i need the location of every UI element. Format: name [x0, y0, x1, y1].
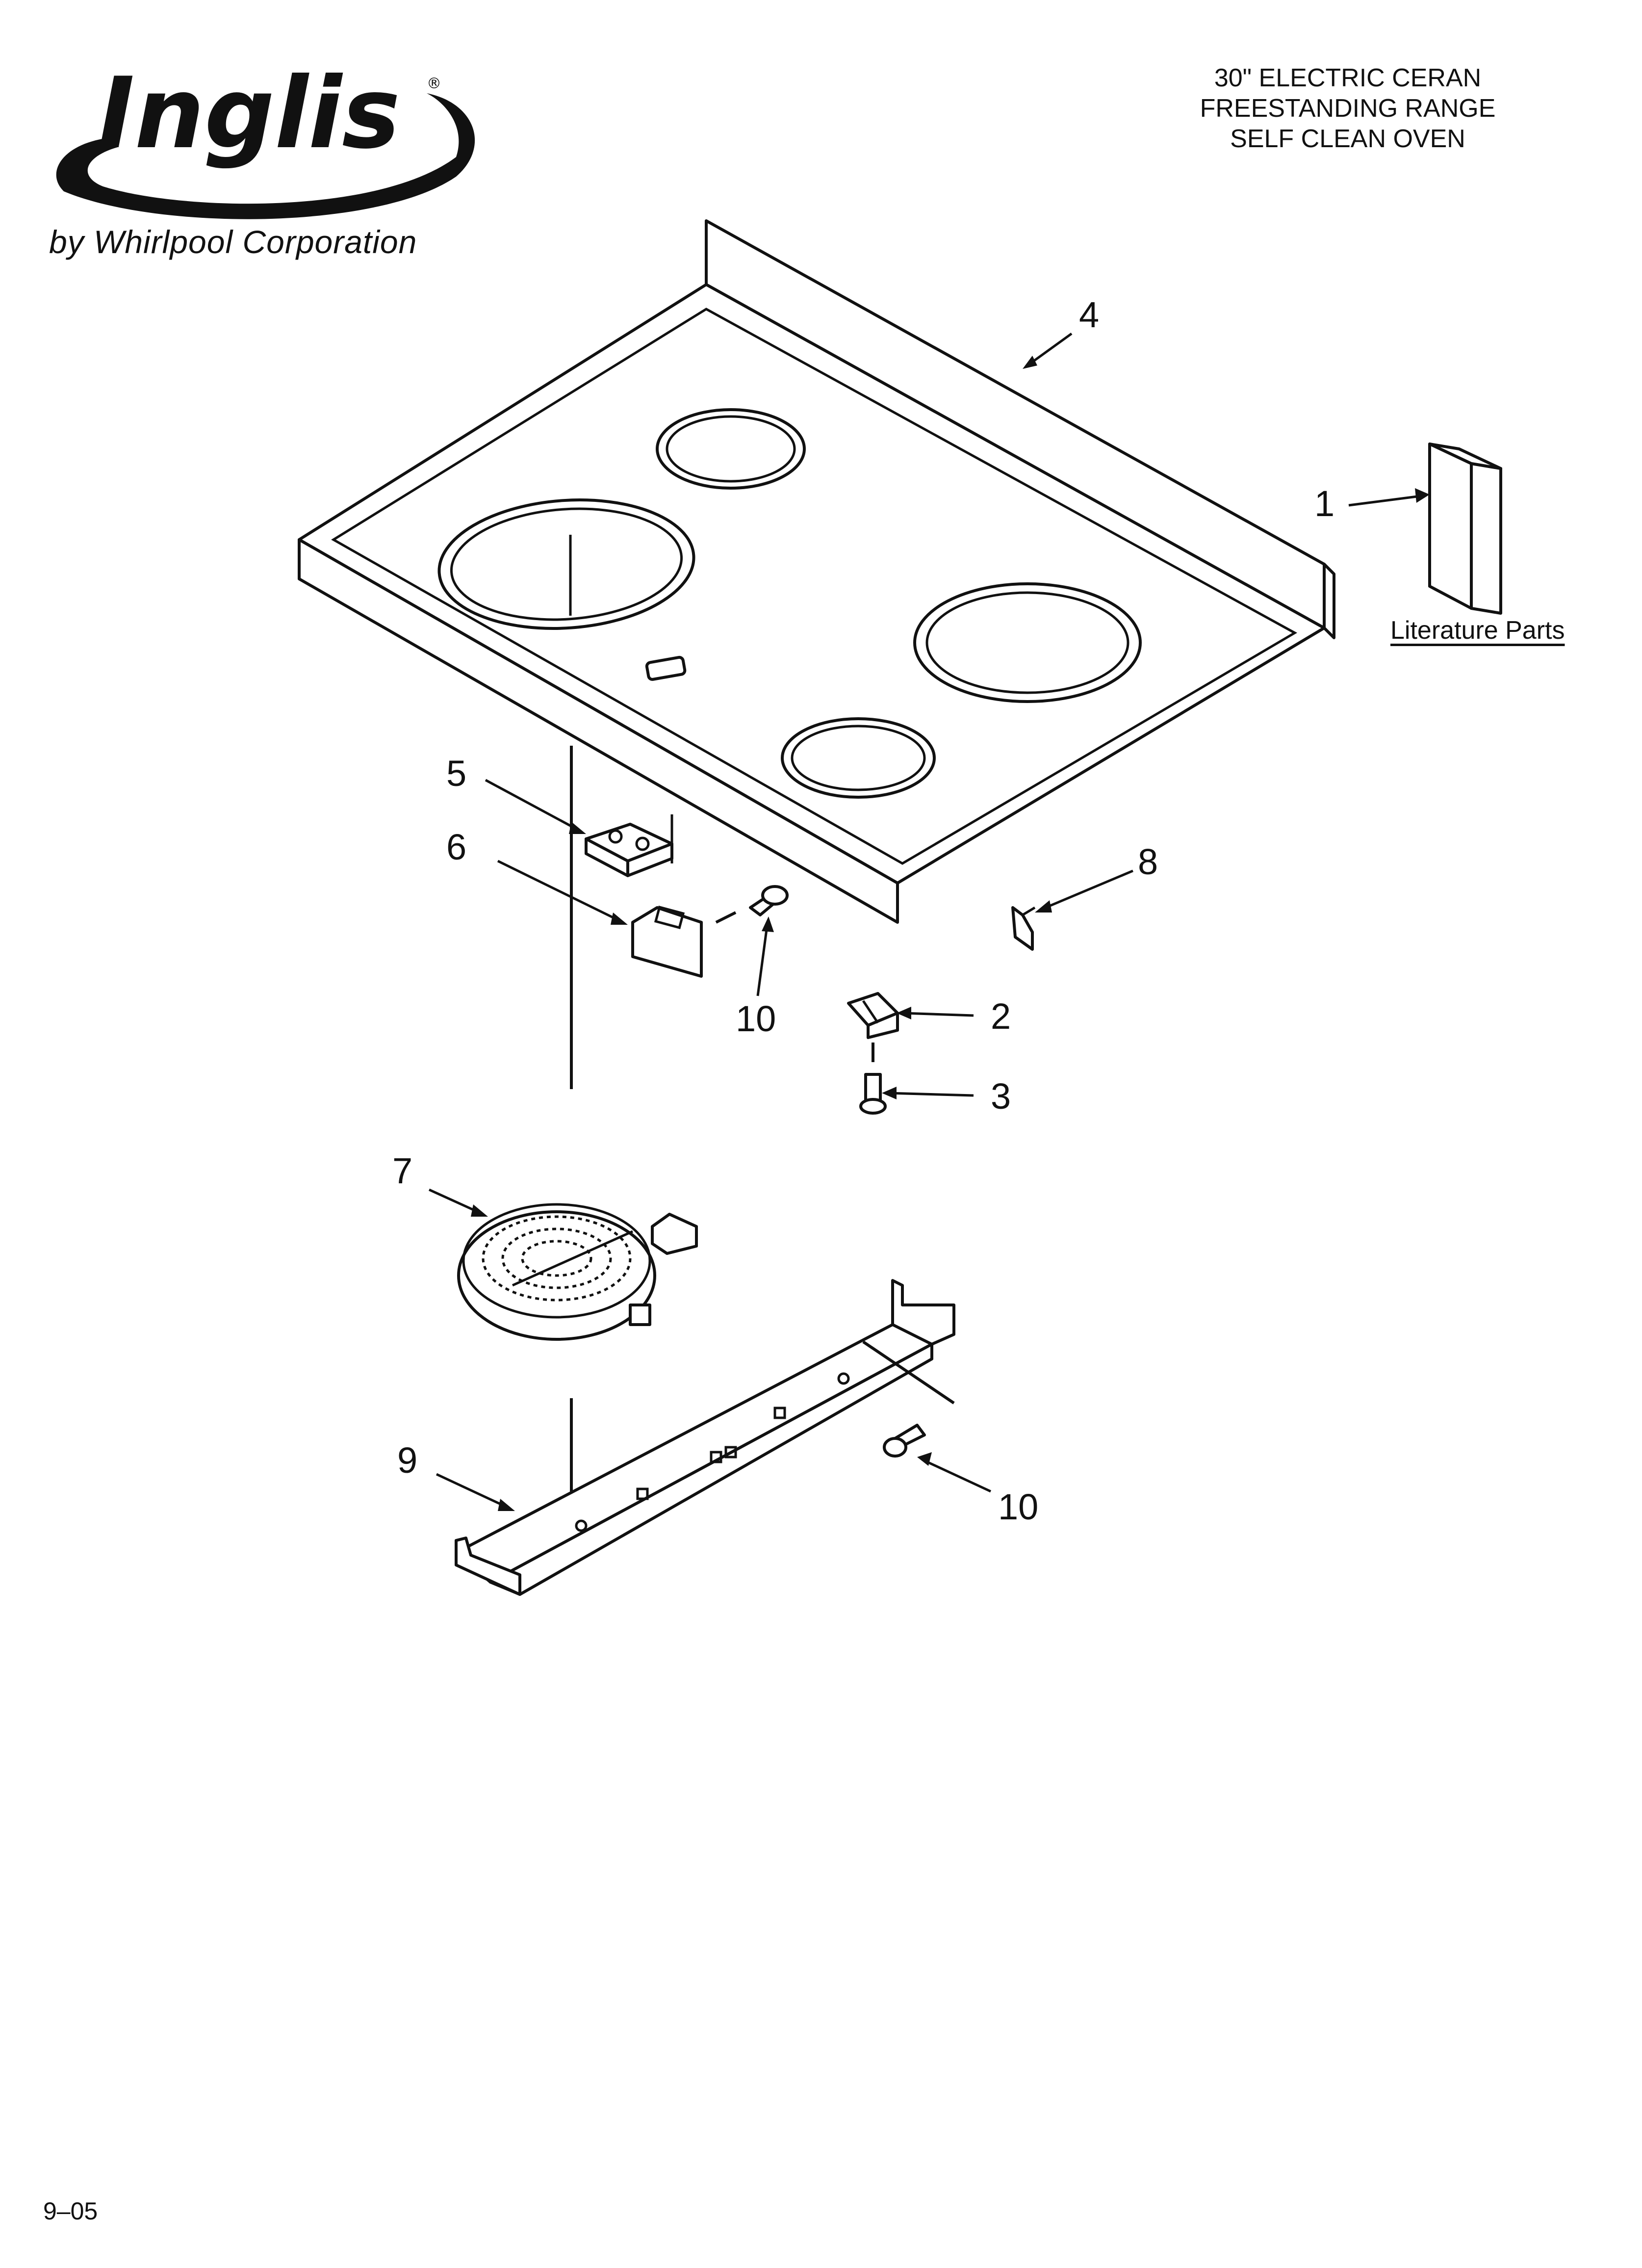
screw-part-bottom — [883, 1424, 926, 1458]
title-line-3: SELF CLEAN OVEN — [1230, 125, 1465, 153]
switch-part — [585, 814, 673, 877]
literature-parts-label: Literature Parts — [1390, 616, 1565, 645]
callout-2: 2 — [991, 996, 1011, 1037]
registered-mark: ® — [427, 75, 441, 92]
callout-4: 4 — [1079, 294, 1100, 335]
clip-part — [1011, 906, 1036, 951]
support-bracket-icon — [455, 1279, 955, 1596]
inglis-logo: Inglis ® — [56, 56, 475, 219]
callout-5: 5 — [446, 753, 467, 794]
callout-10-top: 10 — [736, 998, 776, 1039]
revision-code: 9–05 — [43, 2197, 98, 2225]
callout-3: 3 — [991, 1076, 1011, 1117]
screw-part-top — [749, 885, 789, 916]
logo-text: Inglis — [98, 56, 400, 171]
literature-parts-icon — [1428, 443, 1502, 615]
bracket-clip-part — [847, 992, 899, 1062]
callout-7: 7 — [392, 1150, 413, 1191]
cooktop-glass-icon — [298, 219, 1335, 924]
callout-6: 6 — [446, 827, 467, 867]
radiant-element-icon — [457, 1203, 698, 1341]
switch-bracket-part — [631, 905, 737, 978]
title-line-1: 30" ELECTRIC CERAN — [1214, 64, 1482, 92]
callout-10-bottom: 10 — [998, 1486, 1039, 1527]
callout-8: 8 — [1138, 841, 1158, 882]
title-line-2: FREESTANDING RANGE — [1200, 94, 1496, 123]
brand-tagline: by Whirlpool Corporation — [49, 224, 417, 260]
callout-9: 9 — [397, 1440, 418, 1481]
screw-part — [859, 1073, 887, 1115]
callout-1: 1 — [1314, 483, 1335, 524]
model-title: 30" ELECTRIC CERAN FREESTANDING RANGE SE… — [1127, 63, 1568, 154]
